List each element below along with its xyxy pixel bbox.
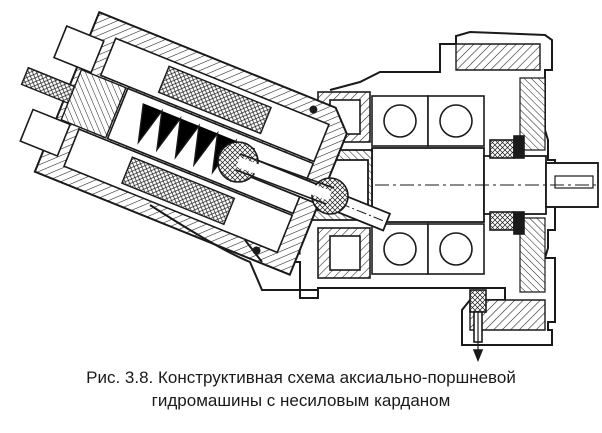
drive-shaft xyxy=(300,147,600,223)
drain-plug xyxy=(469,289,487,363)
hydraulic-machine-drawing xyxy=(19,10,600,363)
caption-line-2: гидромашины с несиловым карданом xyxy=(151,391,451,410)
drive-housing xyxy=(262,30,556,346)
caption-line-1: Рис. 3.8. Конструктивная схема аксиально… xyxy=(86,368,516,387)
cardan-joint xyxy=(217,141,349,215)
figure-caption: Рис. 3.8. Конструктивная схема аксиально… xyxy=(0,366,602,412)
casing-transition xyxy=(149,204,318,291)
